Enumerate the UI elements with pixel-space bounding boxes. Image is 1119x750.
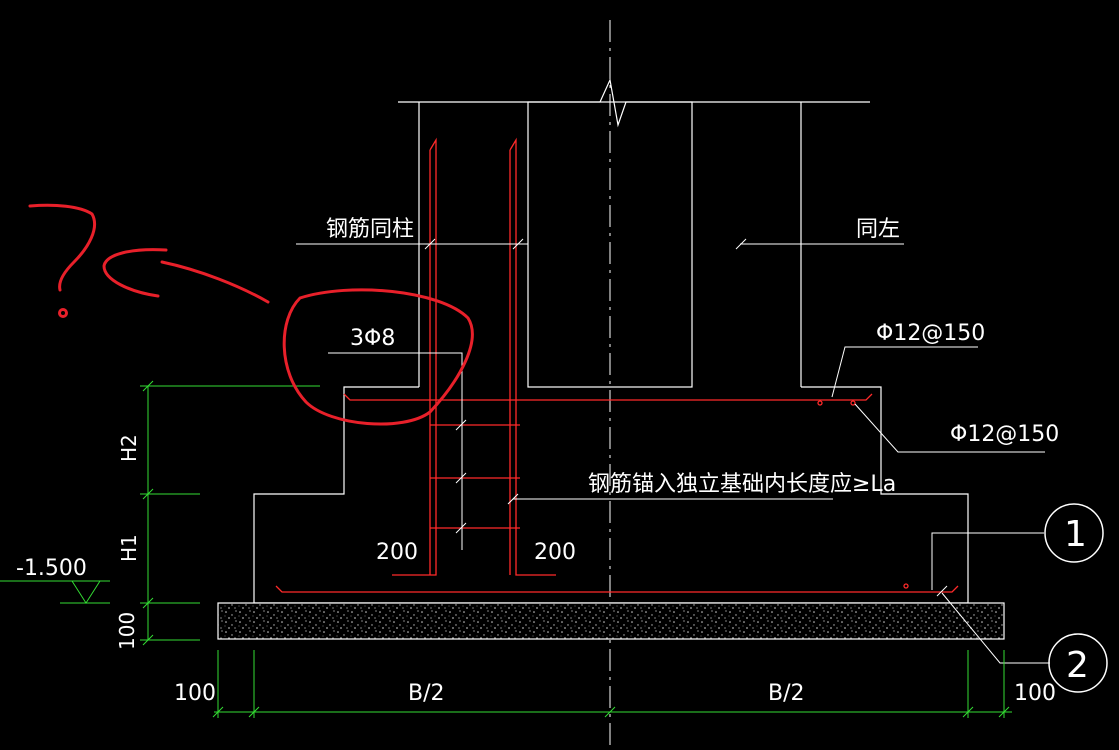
callout-circle-2 [1048, 633, 1108, 693]
label-same-as-left: 同左 [856, 217, 900, 242]
dim-bed-thickness: 100 [115, 612, 139, 650]
dim-left-offset: 100 [174, 681, 216, 706]
top-mesh-bar [343, 393, 873, 401]
foundation-step-profile-right [801, 386, 969, 603]
rebar-dot-1 [817, 400, 823, 406]
rebar-dot-2 [850, 400, 856, 406]
label-hook-left: 200 [376, 540, 418, 565]
question-mark-icon [28, 203, 97, 292]
label-top-bar-2: Φ12@150 [950, 422, 1059, 447]
callout-label-2: 2 [1066, 645, 1089, 686]
callout-circles [1044, 503, 1108, 693]
dim-half-width-left: B/2 [408, 681, 445, 706]
foundation-step-profile [253, 386, 419, 603]
label-elevation: -1.500 [16, 556, 87, 581]
dim-h1: H1 [117, 534, 141, 562]
leader-lines [296, 238, 1050, 664]
label-stirrups: 3Φ8 [350, 326, 395, 351]
highlight-circle-icon [282, 288, 474, 426]
callout-label-1: 1 [1064, 514, 1087, 555]
dim-right-offset: 100 [1014, 681, 1056, 706]
arrow-stroke-icon [102, 248, 270, 304]
question-mark-dot [58, 308, 68, 318]
label-anchorage-note: 钢筋锚入独立基础内长度应≥La [588, 472, 896, 497]
callout-circle-1 [1044, 503, 1104, 563]
rebar-group [275, 137, 959, 593]
rebar-dot-3 [903, 583, 909, 589]
label-rebar-same-as-column: 钢筋同柱 [326, 217, 414, 242]
bottom-mesh-bar [275, 585, 959, 593]
blinding-layer [217, 602, 1005, 640]
markup-group [28, 203, 474, 426]
column-bar-left [392, 137, 437, 576]
label-hook-right: 200 [534, 540, 576, 565]
column-bar-right [509, 137, 556, 576]
dimension-lines [0, 380, 1012, 718]
dim-h2: H2 [117, 434, 141, 462]
dim-half-width-right: B/2 [768, 681, 805, 706]
label-top-bar-1: Φ12@150 [876, 321, 985, 346]
